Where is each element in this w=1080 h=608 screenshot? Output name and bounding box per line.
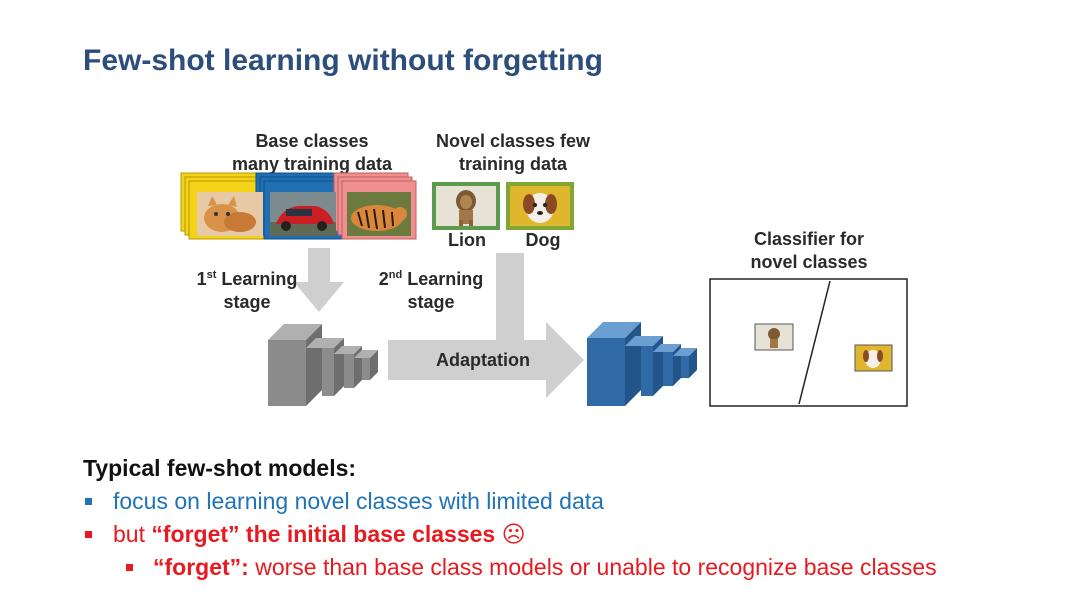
- blue-network: [587, 322, 697, 406]
- few-shot-diagram: Base classes many training data Novel cl…: [0, 0, 1080, 440]
- dog-label: Dog: [508, 229, 578, 252]
- classifier-lion-thumb: [755, 324, 793, 350]
- car-photo: [270, 192, 336, 236]
- gray-network: [268, 324, 378, 406]
- bullet-item-3-bold: “forget”:: [153, 554, 249, 580]
- sad-face-icon: ☹: [495, 521, 525, 547]
- cat-photo: [197, 192, 263, 236]
- stage1-sup: st: [207, 269, 217, 281]
- classifier-label-line1: Classifier for: [719, 228, 899, 251]
- lion-photo: [432, 182, 500, 230]
- bullet-item-2: but “forget” the initial base classes ☹: [83, 518, 1073, 551]
- bullet-item-3: “forget”: worse than base class models o…: [83, 551, 1073, 584]
- bullet-marker: [85, 498, 92, 505]
- diagram-shapes: [0, 0, 1080, 440]
- stage2-label: 2nd Learning stage: [366, 264, 496, 314]
- lion-label: Lion: [430, 229, 504, 252]
- stage1-line2: stage: [182, 291, 312, 314]
- bullet-item-2-pre: but: [113, 521, 151, 547]
- bullet-item-1-text: focus on learning novel classes with lim…: [113, 488, 604, 514]
- stage2-down-arrow: [496, 253, 524, 342]
- stage1-rest: Learning: [216, 269, 297, 289]
- bullet-marker: [85, 531, 92, 538]
- dog-photo: [506, 182, 574, 230]
- stage2-line2: stage: [366, 291, 496, 314]
- bullet-heading: Typical few-shot models:: [83, 452, 1073, 485]
- classifier-label-line2: novel classes: [719, 251, 899, 274]
- bullet-item-2-bold: “forget” the initial base classes: [151, 521, 495, 547]
- bullet-item-1: focus on learning novel classes with lim…: [83, 485, 1073, 518]
- stage2-sup: nd: [389, 269, 402, 281]
- bullet-marker: [126, 564, 133, 571]
- stage2-rest: Learning: [402, 269, 483, 289]
- classifier-box: [710, 279, 907, 406]
- stage1-ord: 1: [197, 269, 207, 289]
- bullet-item-3-rest: worse than base class models or unable t…: [249, 554, 937, 580]
- classifier-dog-thumb: [855, 345, 892, 371]
- stage2-ord: 2: [379, 269, 389, 289]
- adaptation-label: Adaptation: [408, 349, 558, 372]
- stage1-label: 1st Learning stage: [182, 264, 312, 314]
- classifier-label: Classifier for novel classes: [719, 228, 899, 274]
- tiger-photo: [347, 192, 411, 236]
- bullet-list: Typical few-shot models: focus on learni…: [83, 452, 1073, 584]
